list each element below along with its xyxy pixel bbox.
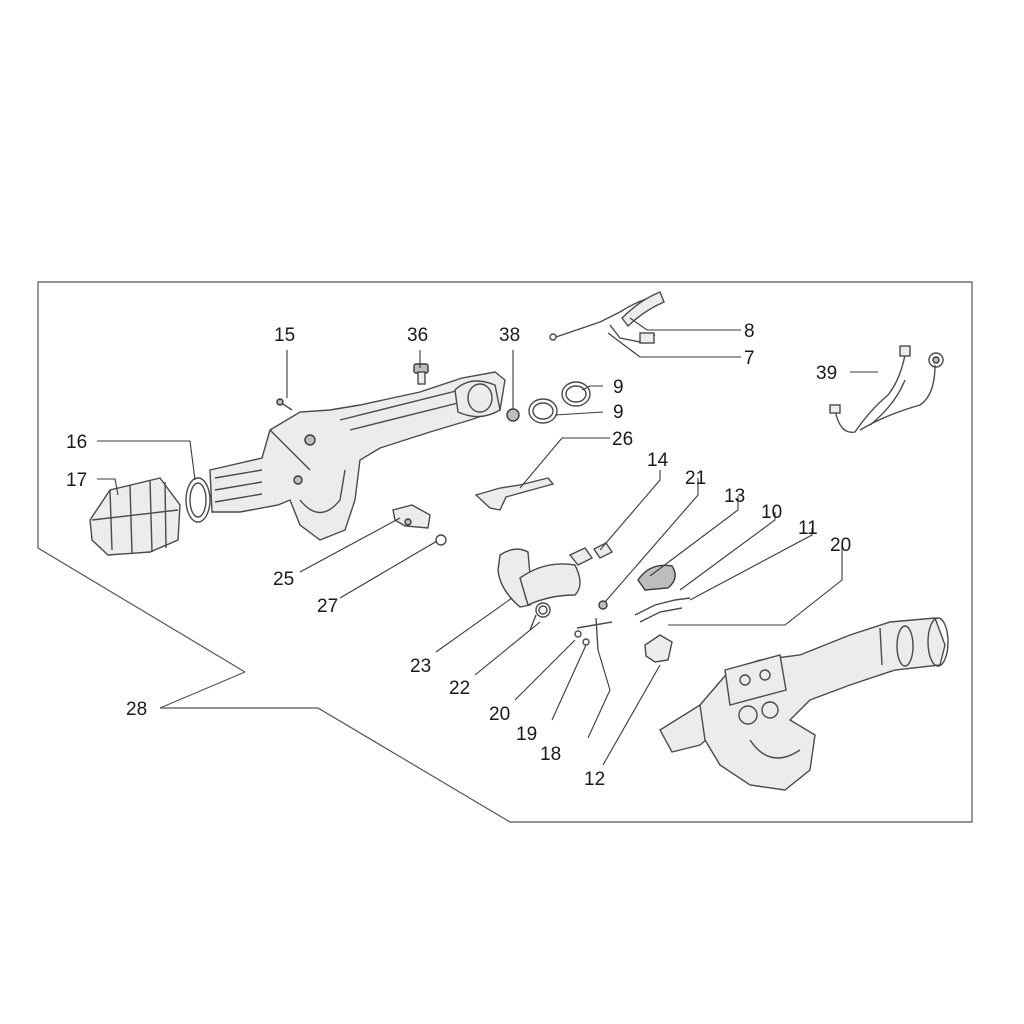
callout-22: 22	[449, 678, 470, 699]
callout-18: 18	[540, 744, 561, 765]
callout-39: 39	[816, 363, 837, 384]
part-21-pin	[598, 600, 608, 610]
callout-26: 26	[612, 429, 633, 450]
part-23-trigger	[497, 548, 581, 608]
part-18-19-20-shaft	[574, 617, 613, 651]
part-26-lever	[474, 477, 555, 511]
assembled-handle	[659, 617, 949, 791]
callout-36: 36	[407, 325, 428, 346]
callout-20-upper: 20	[830, 535, 851, 556]
part-9-rings	[528, 381, 591, 424]
callout-9-lower: 9	[613, 402, 624, 423]
callout-8: 8	[744, 321, 755, 342]
callout-14: 14	[647, 450, 669, 471]
part-12-switch	[644, 634, 673, 663]
part-22-spring	[529, 602, 551, 631]
callout-21: 21	[685, 468, 706, 489]
callout-12: 12	[584, 769, 605, 790]
part-14-clip	[568, 542, 614, 566]
callout-27: 27	[317, 596, 338, 617]
callout-11: 11	[798, 518, 818, 539]
part-11-spring	[634, 597, 691, 623]
part-10-13-button-cap	[637, 564, 676, 591]
part-16-o-ring	[185, 477, 211, 523]
callout-28: 28	[126, 699, 147, 720]
callout-labels: 15 36 38 8 7 9 9 39 26 16 17 14 21 13 10…	[66, 321, 851, 790]
callout-38: 38	[499, 325, 520, 346]
part-36-screw	[413, 363, 429, 385]
part-38-nut	[506, 408, 520, 422]
callout-15: 15	[274, 325, 295, 346]
part-25-bracket	[392, 504, 431, 529]
part-7-8-cable	[549, 291, 665, 344]
callout-10: 10	[761, 502, 782, 523]
callout-9-upper: 9	[613, 377, 624, 398]
part-39-harness	[829, 345, 944, 434]
callout-19: 19	[516, 724, 537, 745]
label-28-leader	[159, 671, 246, 709]
main-handle-housing	[209, 371, 506, 541]
callout-7: 7	[744, 348, 755, 369]
leader-lines	[97, 317, 878, 766]
callout-16: 16	[66, 432, 87, 453]
part-27-washer	[435, 534, 447, 546]
callout-20-lower: 20	[489, 704, 510, 725]
assembly-frame	[37, 281, 973, 823]
part-15-screw	[276, 398, 293, 411]
callout-13: 13	[724, 486, 745, 507]
callout-23: 23	[410, 656, 431, 677]
callout-25: 25	[273, 569, 294, 590]
callout-17: 17	[66, 470, 87, 491]
part-17-knob	[89, 477, 181, 556]
